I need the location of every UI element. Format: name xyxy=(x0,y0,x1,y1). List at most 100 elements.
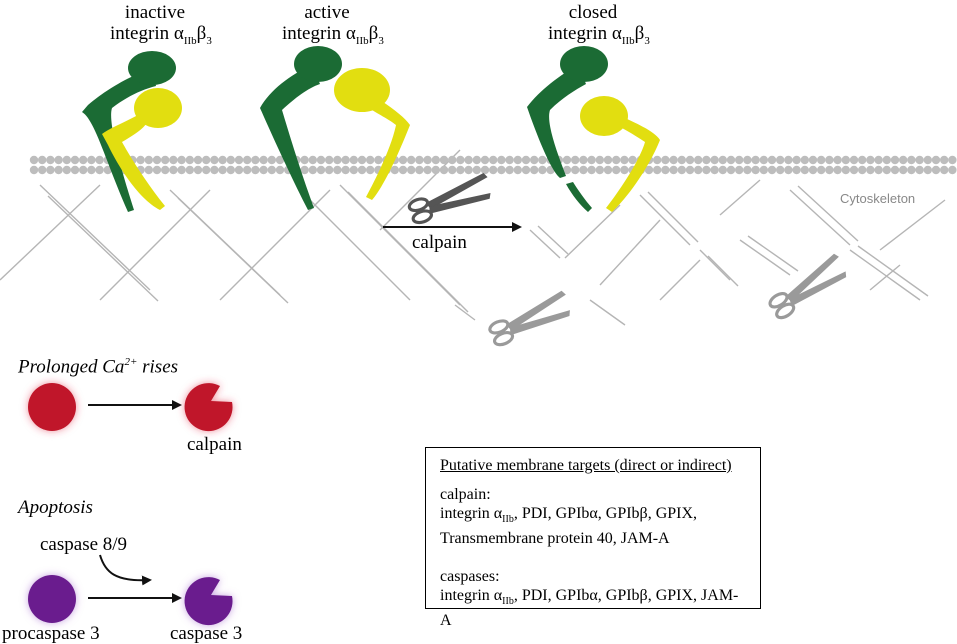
membrane-bead xyxy=(784,155,793,165)
membrane-bead xyxy=(46,155,55,165)
membrane-bead xyxy=(677,165,686,175)
membrane-bead xyxy=(29,165,39,175)
cytoskeleton-cleaved xyxy=(454,179,946,326)
membrane-bead xyxy=(817,165,826,175)
calpain-line1-prefix: integrin α xyxy=(440,505,503,522)
membrane-bead xyxy=(316,165,326,175)
membrane-bead xyxy=(907,165,916,175)
membrane-bead xyxy=(177,165,186,175)
membrane-bead xyxy=(521,165,531,175)
caspases-line-prefix: integrin α xyxy=(440,587,503,605)
membrane-bead xyxy=(480,165,490,175)
membrane-bead xyxy=(316,155,326,165)
membrane-bead xyxy=(308,155,317,165)
membrane-bead xyxy=(374,155,383,165)
membrane-bead xyxy=(218,165,227,175)
membrane-bead xyxy=(579,155,588,165)
membrane-bead xyxy=(899,155,908,165)
closed-prefix: integrin α xyxy=(548,23,622,44)
membrane-bead xyxy=(603,165,613,175)
inactive-integrin-label: inactive integrin αIIbβ3 xyxy=(110,2,212,52)
membrane-bead xyxy=(439,165,449,175)
membrane-bead xyxy=(259,155,268,165)
membrane-bead xyxy=(357,155,367,165)
membrane-bead xyxy=(497,155,506,165)
membrane-bead xyxy=(874,155,883,165)
membrane-bead xyxy=(571,165,580,175)
membrane-bead xyxy=(407,155,416,165)
membrane-bead xyxy=(267,155,276,165)
membrane-bead xyxy=(661,165,670,175)
membrane-bead xyxy=(628,155,637,165)
membrane-bead xyxy=(685,155,695,165)
active-line1: active xyxy=(304,2,350,23)
closed-line2: integrin αIIbβ3 xyxy=(548,23,650,52)
membrane-bead xyxy=(825,155,834,165)
calpain-targets-line2: Transmembrane protein 40, JAM-A xyxy=(440,530,670,548)
calcium-title-prefix: Prolonged Ca xyxy=(18,356,125,378)
caspase-active-pacman xyxy=(184,577,233,626)
membrane-bead xyxy=(464,165,473,175)
membrane-bead xyxy=(808,155,818,165)
membrane-bead xyxy=(653,165,662,175)
targets-heading: Putative membrane targets (direct or ind… xyxy=(440,457,732,474)
membrane-bead xyxy=(776,165,785,175)
membrane-bead xyxy=(505,165,514,175)
membrane-bead xyxy=(333,165,342,175)
membrane-bead xyxy=(366,165,375,175)
membrane-bead xyxy=(710,165,719,175)
membrane-bead xyxy=(882,155,891,165)
membrane-bead xyxy=(833,165,842,175)
membrane-bead xyxy=(948,155,957,165)
scissors-icon xyxy=(763,251,852,322)
membrane-bead xyxy=(144,165,153,175)
calpain-line1-rest: , PDI, GPIbα, GPIbβ, GPIX, xyxy=(513,505,698,522)
membrane-bead xyxy=(612,155,621,165)
membrane-bead xyxy=(792,155,801,165)
inactive-beta-sub: 3 xyxy=(206,34,212,47)
membrane-bead xyxy=(226,155,235,165)
membrane-bead xyxy=(243,155,252,165)
calcium-title-sup: 2+ xyxy=(124,356,138,368)
membrane-bead xyxy=(833,155,842,165)
membrane-bead xyxy=(366,155,375,165)
membrane-bead xyxy=(79,165,88,175)
membrane-bead xyxy=(759,165,768,175)
membrane-bead xyxy=(185,165,194,175)
caspases-line-rest: , PDI, GPIbα, GPIbβ, GPIX, JAM-A xyxy=(440,587,739,630)
membrane-bead xyxy=(915,165,924,175)
membrane-bead xyxy=(587,155,596,165)
closed-integrin-label: closed integrin αIIbβ3 xyxy=(548,2,650,52)
membrane-bead xyxy=(341,165,350,175)
caspase-activator-arrow xyxy=(99,554,152,586)
inactive-line2: integrin αIIbβ3 xyxy=(110,23,212,52)
membrane-bead xyxy=(841,165,850,175)
membrane-bead xyxy=(169,155,178,165)
procaspase-circle xyxy=(28,575,76,623)
membrane-bead xyxy=(702,165,711,175)
membrane-bead xyxy=(193,155,203,165)
membrane-bead xyxy=(480,155,490,165)
calpain-targets-header: calpain: xyxy=(440,486,491,503)
integrin-active xyxy=(260,46,410,210)
membrane-bead xyxy=(874,165,883,175)
membrane-bead xyxy=(300,155,309,165)
membrane-bead xyxy=(79,155,88,165)
membrane-bead xyxy=(784,165,793,175)
membrane-bead xyxy=(349,165,358,175)
membrane-bead xyxy=(243,165,252,175)
membrane-bead xyxy=(423,165,432,175)
caspases-targets-header: caspases: xyxy=(440,568,500,586)
integrin-inactive xyxy=(82,51,182,212)
membrane-bead xyxy=(275,155,285,165)
membrane-bead xyxy=(275,165,285,175)
membrane-bead xyxy=(767,155,777,165)
membrane-bead xyxy=(152,155,162,165)
membrane-bead xyxy=(776,155,785,165)
closed-beta-sub: 3 xyxy=(644,34,650,47)
membrane-bead xyxy=(890,165,900,175)
membrane-bead xyxy=(95,155,104,165)
integrin-closed xyxy=(527,46,660,212)
calpain-line1-sub: IIb xyxy=(502,514,514,526)
